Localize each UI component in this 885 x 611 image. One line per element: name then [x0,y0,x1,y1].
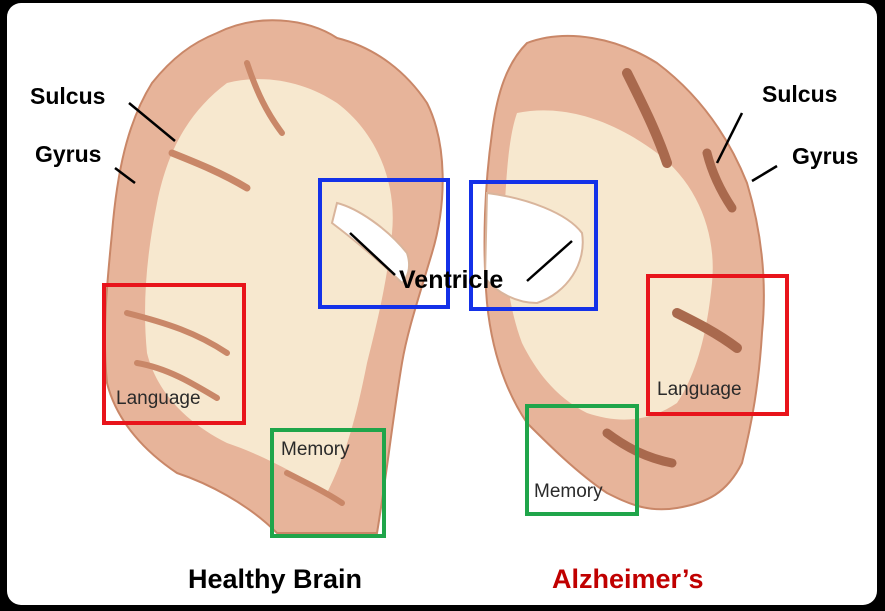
gyrus-label-right: Gyrus [792,143,858,170]
caption-healthy-brain: Healthy Brain [188,564,362,595]
caption-alzheimers: Alzheimer’s [552,564,704,595]
sulcus-label-left: Sulcus [30,83,105,110]
memory-label-healthy: Memory [281,439,350,461]
gyrus-right-pointer [752,166,777,181]
sulcus-label-right: Sulcus [762,81,837,108]
language-label-healthy: Language [116,388,201,410]
diagram-panel: Sulcus Gyrus Sulcus Gyrus Ventricle Lang… [7,3,877,605]
gyrus-label-left: Gyrus [35,141,101,168]
language-label-alzheimers: Language [657,379,742,401]
ventricle-label: Ventricle [399,266,503,295]
memory-label-alzheimers: Memory [534,481,603,503]
